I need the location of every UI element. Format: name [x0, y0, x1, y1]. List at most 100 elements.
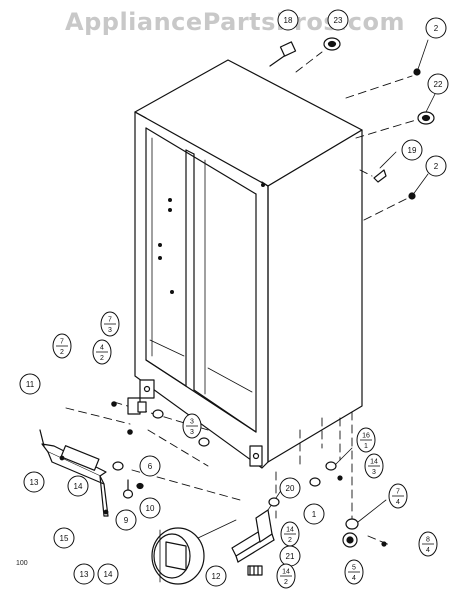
part-9-leg — [122, 479, 134, 499]
callout-11: 11 — [19, 373, 41, 395]
callout-2b: 2 — [425, 155, 447, 177]
callout-7-4: 74 — [388, 483, 408, 509]
callout-14-2b: 142 — [276, 563, 296, 589]
callout-denominator: 2 — [60, 349, 64, 356]
callout-number: 21 — [286, 552, 295, 561]
part-screw-left-a — [111, 401, 117, 407]
callout-8-4: 84 — [418, 531, 438, 557]
callout-15: 15 — [53, 527, 75, 549]
part-12-roller — [151, 519, 237, 585]
callout-numerator: 14 — [370, 459, 378, 466]
callout-13b: 13 — [73, 563, 95, 585]
part-2-screw-top — [413, 39, 429, 76]
callout-18: 18 — [277, 9, 299, 31]
callout-9: 9 — [115, 509, 137, 531]
part-23-bushing — [323, 37, 341, 51]
callout-numerator: 14 — [282, 569, 290, 576]
callout-number: 1 — [312, 510, 317, 519]
part-8-4-screw — [381, 541, 387, 547]
callout-14b: 14 — [97, 563, 119, 585]
callout-13a: 13 — [23, 471, 45, 493]
callout-number: 20 — [286, 484, 295, 493]
part-5-4-wheel — [342, 532, 358, 548]
part-leveler-front — [268, 497, 280, 507]
callout-denominator: 2 — [288, 537, 292, 544]
part-6-hinge-bracket — [127, 397, 147, 415]
part-20-bracket — [231, 485, 285, 563]
part-1-leg — [309, 477, 321, 487]
left-bottom-hinge — [139, 379, 155, 399]
callout-denominator: 4 — [426, 547, 430, 554]
callout-12: 12 — [205, 565, 227, 587]
callout-1: 1 — [303, 503, 325, 525]
callout-16-1: 161 — [356, 427, 376, 453]
callout-7-2a: 72 — [52, 333, 72, 359]
part-2-screw-side — [408, 173, 429, 200]
callout-number: 6 — [148, 462, 153, 471]
callout-number: 2 — [434, 162, 439, 171]
right-bottom-hinge — [249, 445, 263, 467]
callout-2a: 2 — [425, 17, 447, 39]
callout-denominator: 3 — [190, 429, 194, 436]
part-screw-left-b — [127, 429, 133, 435]
callout-numerator: 14 — [286, 527, 294, 534]
callout-number: 19 — [408, 146, 417, 155]
callout-number: 23 — [334, 16, 343, 25]
part-15-hinge-rod — [39, 429, 109, 517]
callout-numerator: 4 — [100, 345, 104, 352]
callout-10: 10 — [139, 497, 161, 519]
callout-20: 20 — [279, 477, 301, 499]
part-6-leveler — [152, 409, 164, 419]
callout-4-2: 42 — [92, 339, 112, 365]
callout-14-2a: 142 — [280, 521, 300, 547]
callout-number: 13 — [80, 570, 89, 579]
callout-number: 15 — [60, 534, 69, 543]
cabinet-front-frame — [134, 111, 269, 469]
part-22-bushing — [417, 91, 437, 125]
callout-denominator: 2 — [100, 355, 104, 362]
part-7-4-caster — [345, 499, 387, 530]
cabinet-front-opening — [145, 127, 257, 433]
drawing-code: 100 — [16, 560, 28, 567]
callout-21: 21 — [279, 545, 301, 567]
callout-22: 22 — [427, 73, 449, 95]
callout-numerator: 3 — [190, 419, 194, 426]
callout-number: 13 — [30, 478, 39, 487]
callout-3-3: 33 — [182, 413, 202, 439]
callout-denominator: 3 — [108, 327, 112, 334]
part-10-nut — [136, 482, 144, 490]
callout-number: 14 — [104, 570, 113, 579]
callout-7-3: 73 — [100, 311, 120, 337]
callout-numerator: 8 — [426, 537, 430, 544]
cabinet-side-panel — [267, 129, 363, 463]
callout-5-4: 54 — [344, 559, 364, 585]
callout-denominator: 3 — [372, 469, 376, 476]
callout-numerator: 7 — [108, 317, 112, 324]
callout-numerator: 7 — [60, 339, 64, 346]
part-3-bushing — [198, 437, 210, 447]
callout-14a: 14 — [67, 475, 89, 497]
callout-numerator: 7 — [396, 489, 400, 496]
part-16-leveler — [325, 447, 353, 471]
callout-19: 19 — [401, 139, 423, 161]
callout-denominator: 4 — [396, 499, 400, 506]
part-19-hinge-pin — [373, 151, 397, 183]
callout-numerator: 5 — [352, 565, 356, 572]
callout-number: 14 — [74, 482, 83, 491]
callout-number: 2 — [434, 24, 439, 33]
callout-number: 10 — [146, 504, 155, 513]
part-18-screw — [269, 41, 297, 67]
callout-denominator: 2 — [284, 579, 288, 586]
callout-6: 6 — [139, 455, 161, 477]
callout-denominator: 4 — [352, 575, 356, 582]
part-21-clip — [247, 565, 263, 576]
callout-number: 11 — [26, 380, 35, 389]
callout-number: 9 — [124, 516, 129, 525]
callout-23: 23 — [327, 9, 349, 31]
callout-number: 12 — [212, 572, 221, 581]
callout-14-3: 143 — [364, 453, 384, 479]
callout-numerator: 16 — [362, 433, 370, 440]
